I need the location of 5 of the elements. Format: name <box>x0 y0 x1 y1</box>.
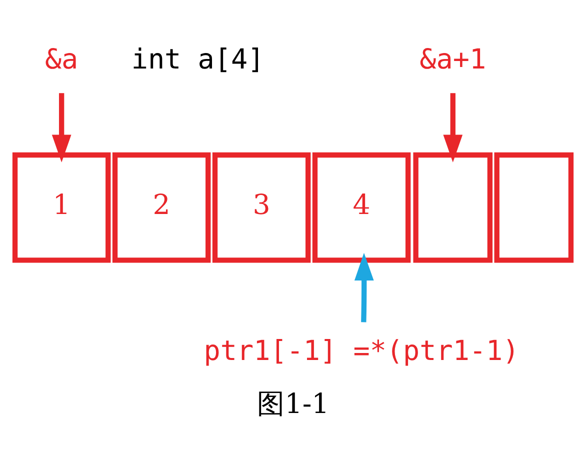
node-text: ptr1[-1] =*(ptr1-1) <box>204 333 520 366</box>
node-text: &a <box>44 42 78 75</box>
caption: 图1-1 <box>256 386 330 420</box>
label: int a[4] <box>131 42 264 75</box>
node-text: &a+1 <box>420 42 486 75</box>
